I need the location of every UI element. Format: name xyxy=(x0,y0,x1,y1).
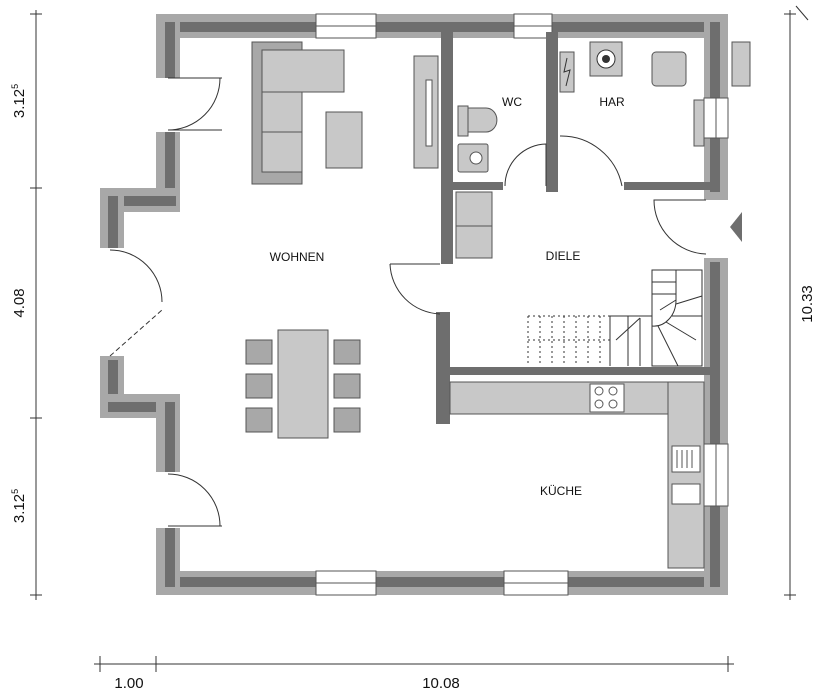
door-swing-left-top xyxy=(167,77,222,131)
lightning-icon xyxy=(563,57,571,87)
door-swing-har xyxy=(559,135,623,187)
wall-right-bottom-inner xyxy=(710,506,720,587)
wall-bay-top-inner xyxy=(108,196,176,206)
stair-well xyxy=(651,270,677,327)
wall-bottom-inner xyxy=(165,577,719,587)
door-swing-wc xyxy=(504,143,547,187)
room-label-wohnen: WOHNEN xyxy=(270,250,325,264)
doors xyxy=(109,77,707,527)
toilet-bowl xyxy=(467,107,498,133)
har-sink xyxy=(693,99,705,147)
stair-step-3 xyxy=(659,299,677,311)
stair-dotted-flight xyxy=(527,315,610,366)
entrance-arrow-icon xyxy=(730,212,742,242)
room-label-wc: WC xyxy=(502,95,522,109)
burner-2 xyxy=(608,386,618,396)
room-label-har: HAR xyxy=(599,95,625,109)
outer-walls xyxy=(100,14,728,595)
tv-screen xyxy=(425,79,433,147)
wall-bay-left-upper-inner xyxy=(108,196,118,248)
toilet-tank xyxy=(457,105,469,137)
kitchen-counter-right xyxy=(667,381,705,569)
wall-left-lower-inner xyxy=(165,402,175,472)
dimension-lines xyxy=(30,5,809,672)
outdoor-unit xyxy=(731,41,751,87)
dim-label-left-top: 3.125 xyxy=(10,84,28,118)
stair-lower-run xyxy=(609,315,652,366)
stair-outline xyxy=(651,269,703,367)
dim-right-tick-diag-top xyxy=(795,5,809,21)
coffee-table xyxy=(325,111,363,169)
burner-4 xyxy=(608,399,618,409)
wall-diele-kueche xyxy=(450,367,714,375)
dim-left-bottom-main: 3.12 xyxy=(11,494,28,523)
chair-l3 xyxy=(245,407,273,433)
dim-label-bottom-total: 10.08 xyxy=(422,675,460,692)
heater-panel xyxy=(559,51,575,93)
chair-l2 xyxy=(245,373,273,399)
wall-har-bottom xyxy=(624,182,714,190)
dim-label-left-middle: 4.08 xyxy=(11,288,28,317)
wardrobe-lower xyxy=(455,225,493,259)
dim-left-top-sup: 5 xyxy=(10,84,20,89)
chair-r2 xyxy=(333,373,361,399)
door-swing-bay-upper xyxy=(109,249,163,303)
kitchen-sink-drainer xyxy=(671,445,701,473)
dim-label-left-bottom: 3.125 xyxy=(10,489,28,523)
wall-left-upper2-inner xyxy=(165,132,175,192)
dim-label-bottom-left: 1.00 xyxy=(114,675,143,692)
wall-wohnen-wc xyxy=(441,32,453,264)
furniture xyxy=(245,41,705,569)
dining-table xyxy=(277,329,329,439)
wall-right-upper-inner xyxy=(710,22,720,98)
wc-sink-drain xyxy=(469,151,483,165)
wall-bay-bottom-inner xyxy=(108,402,176,412)
wall-bay-left-lower-inner xyxy=(108,360,118,412)
wall-top-inner xyxy=(165,22,719,32)
wardrobe-upper xyxy=(455,191,493,227)
drainer-grooves xyxy=(676,450,693,468)
wall-wc-bottom xyxy=(453,182,503,190)
staircase xyxy=(609,269,703,367)
windows xyxy=(315,13,729,596)
interior-walls xyxy=(436,32,714,424)
chair-r1 xyxy=(333,339,361,365)
wall-wohnen-kueche xyxy=(436,312,450,424)
room-label-kueche: KÜCHE xyxy=(540,484,582,498)
wall-wc-har xyxy=(546,32,558,192)
stair-step-7 xyxy=(657,325,679,367)
wall-right-lower-inner xyxy=(710,262,720,444)
sofa-seat-top xyxy=(261,49,345,93)
sofa-seat-mid xyxy=(261,91,303,133)
door-swing-left-bottom xyxy=(167,473,221,527)
wall-left-bottom-inner xyxy=(165,528,175,587)
burner-3 xyxy=(594,399,604,409)
kitchen-counter-top xyxy=(449,381,669,415)
cooktop xyxy=(589,383,625,413)
room-label-diele: DIELE xyxy=(546,249,581,263)
boiler-dial-center xyxy=(602,55,610,63)
door-swing-entrance xyxy=(653,199,707,255)
wall-left-upper-inner xyxy=(165,22,175,78)
wall-right-mid-inner xyxy=(710,138,720,192)
door-swing-wohnen xyxy=(389,263,441,315)
stair-arrow xyxy=(615,317,641,341)
tv-cabinet xyxy=(413,55,439,169)
dim-left-bottom-sup: 5 xyxy=(10,489,20,494)
burner-1 xyxy=(594,386,604,396)
stair-step-6 xyxy=(665,321,697,341)
stair-step-4 xyxy=(675,295,703,305)
sofa-seat-low xyxy=(261,131,303,173)
chair-r3 xyxy=(333,407,361,433)
dim-label-right-total: 10.33 xyxy=(799,285,816,323)
kitchen-sink-basin xyxy=(671,483,701,505)
door-swing-bay-lower xyxy=(109,309,163,357)
washing-machine xyxy=(651,51,687,87)
chair-l1 xyxy=(245,339,273,365)
dim-left-top-main: 3.12 xyxy=(11,89,28,118)
